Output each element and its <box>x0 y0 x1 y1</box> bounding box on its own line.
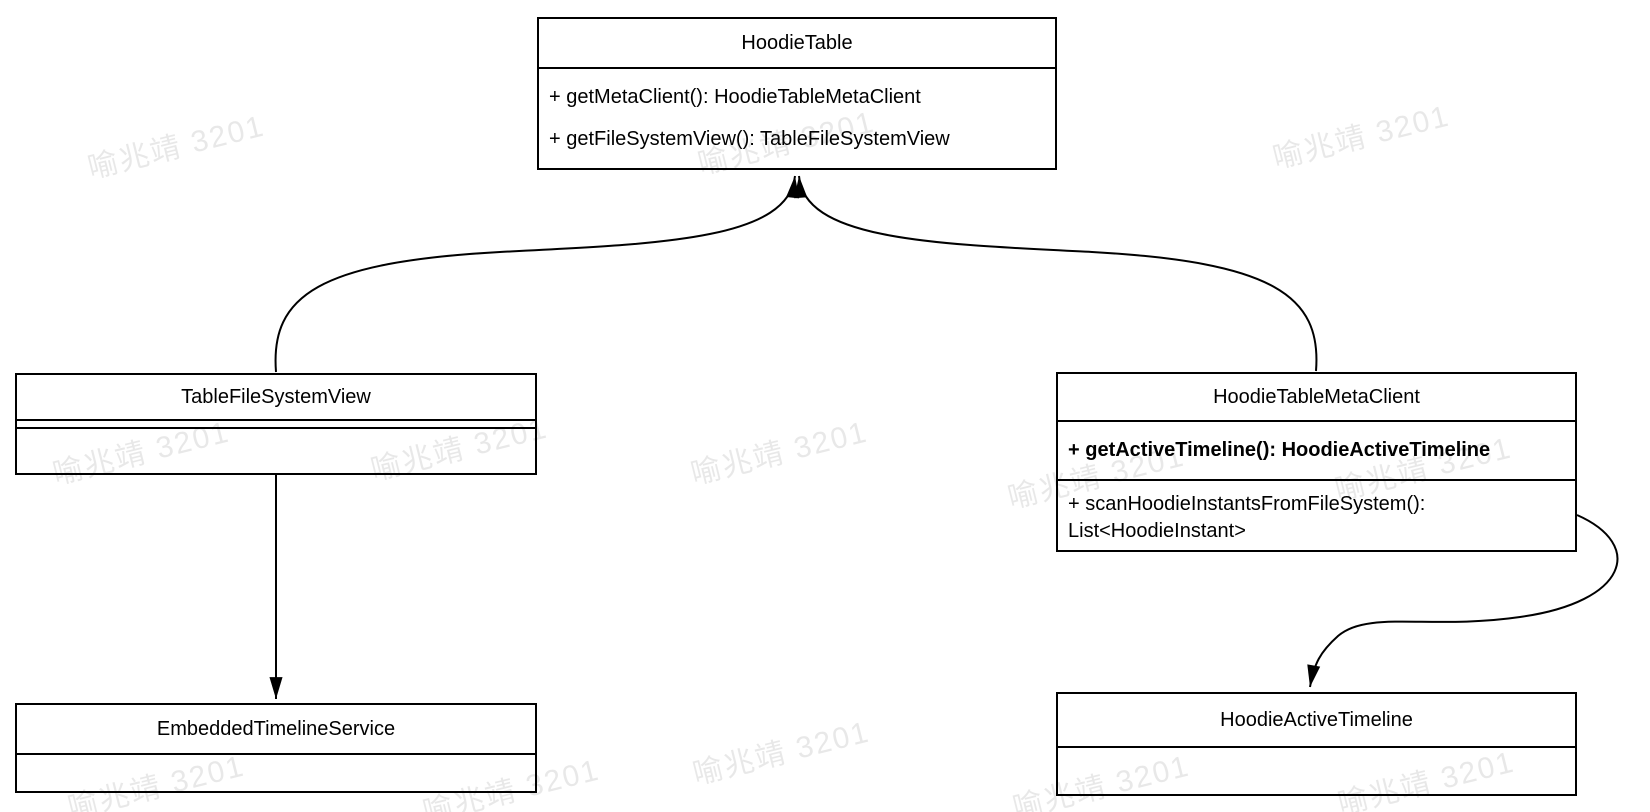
class-table-file-system-view: TableFileSystemView <box>15 373 537 475</box>
class-hoodie-table: HoodieTable + getMetaClient(): HoodieTab… <box>537 17 1057 170</box>
attributes-compartment-empty <box>17 421 535 429</box>
class-hoodie-active-timeline: HoodieActiveTimeline <box>1056 692 1577 796</box>
edge-tablefilesystemview-to-hoodietable <box>274 175 800 373</box>
class-hoodie-table-meta-client: HoodieTableMetaClient + getActiveTimelin… <box>1056 372 1577 552</box>
method-scan-hoodie-instants: + scanHoodieInstantsFromFileSystem(): Li… <box>1068 492 1426 542</box>
class-embedded-timeline-service: EmbeddedTimelineService <box>15 703 537 793</box>
class-title: TableFileSystemView <box>17 375 535 421</box>
methods-compartment: + getMetaClient(): HoodieTableMetaClient… <box>539 69 1055 168</box>
class-title: EmbeddedTimelineService <box>17 705 535 755</box>
class-title: HoodieActiveTimeline <box>1058 694 1575 748</box>
methods-compartment-empty <box>1058 748 1575 794</box>
edge-hoodietablemetaclient-to-hoodieactivetimeline <box>1307 514 1619 688</box>
class-title: HoodieTable <box>539 19 1055 69</box>
method-compartment: + getActiveTimeline(): HoodieActiveTimel… <box>1058 422 1575 481</box>
edge-hoodietablemetaclient-to-hoodietable <box>794 175 1318 372</box>
method-get-file-system-view: + getFileSystemView(): TableFileSystemVi… <box>549 128 950 150</box>
method-compartment: + scanHoodieInstantsFromFileSystem(): Li… <box>1058 481 1575 550</box>
class-title: HoodieTableMetaClient <box>1058 374 1575 422</box>
method-get-active-timeline: + getActiveTimeline(): HoodieActiveTimel… <box>1068 439 1491 461</box>
methods-compartment-empty <box>17 429 535 473</box>
methods-compartment-empty <box>17 755 535 791</box>
method-get-meta-client: + getMetaClient(): HoodieTableMetaClient <box>549 86 921 108</box>
